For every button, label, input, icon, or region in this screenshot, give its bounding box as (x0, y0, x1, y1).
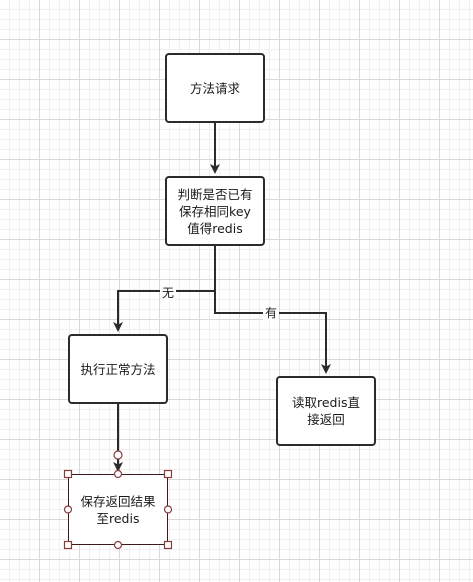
node-check-redis-key[interactable]: 判断是否已有 保存相同key 值得redis (165, 176, 265, 246)
node-read-redis-return-label: 读取redis直 接返回 (292, 395, 360, 427)
node-save-result-to-redis-label: 保存返回结果 至redis (80, 493, 156, 526)
node-method-request-label: 方法请求 (189, 80, 240, 96)
node-run-normal-method-label: 执行正常方法 (80, 361, 156, 377)
node-read-redis-return[interactable]: 读取redis直 接返回 (276, 376, 376, 446)
edge-label-yes: 有 (263, 306, 280, 320)
edge-check-to-read[interactable] (214, 291, 331, 374)
node-method-request[interactable]: 方法请求 (165, 53, 265, 123)
node-check-redis-key-label: 判断是否已有 保存相同key 值得redis (177, 186, 253, 236)
edge-endpoint-handle[interactable] (113, 450, 123, 460)
edge-label-no: 无 (160, 286, 177, 300)
node-run-normal-method[interactable]: 执行正常方法 (68, 334, 168, 404)
node-save-result-to-redis[interactable]: 保存返回结果 至redis (68, 474, 168, 545)
